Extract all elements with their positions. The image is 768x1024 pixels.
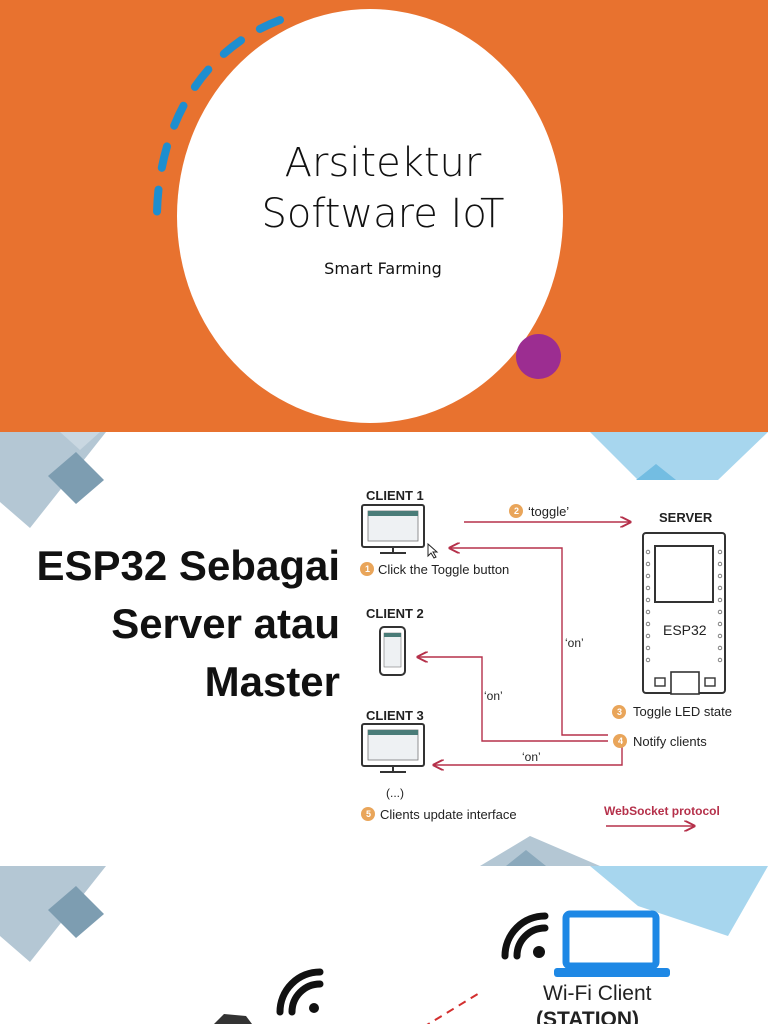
accent-dot (516, 334, 561, 379)
laptop-icon (554, 910, 670, 977)
step4-text: Notify clients (633, 734, 707, 749)
step2-text: ‘toggle’ (528, 504, 570, 519)
diamond-decoration-right (590, 432, 768, 480)
diamond-decoration-left (0, 432, 106, 528)
msg-on-label-3: ‘on’ (522, 750, 541, 764)
slide-subtitle: Smart Farming (324, 259, 442, 278)
wifi-icon (501, 912, 549, 960)
slide2-title-line-3: Master (204, 658, 340, 705)
slide-title: Arsitektur Software IoT Smart Farming (0, 0, 768, 432)
title-line-2: Software IoT (261, 191, 505, 237)
dashed-link-line (426, 991, 482, 1024)
step5-number: 5 (365, 809, 371, 819)
title-line-1: Arsitektur (284, 140, 482, 186)
client3-label: CLIENT 3 (366, 708, 424, 723)
dashed-arc-decoration (152, 16, 284, 229)
server-label: SERVER (659, 510, 713, 525)
step3-number: 3 (616, 707, 622, 717)
title-circle (177, 9, 563, 423)
client2-label: CLIENT 2 (366, 606, 424, 621)
slide2-title: ESP32 Sebagai Server atau Master (37, 537, 341, 711)
station-label: (STATION) (536, 1008, 640, 1024)
ellipsis-label: (...) (386, 786, 404, 800)
client3-monitor-icon (361, 723, 425, 773)
diamond-decoration-bottom (480, 836, 600, 866)
websocket-diagram (360, 504, 726, 866)
step1-text: Click the Toggle button (378, 562, 510, 577)
client1-monitor-icon (361, 504, 439, 559)
step-badges (360, 504, 627, 821)
step4-number: 4 (617, 736, 623, 746)
diamond-decoration-right-s3 (590, 866, 768, 936)
slide-wifi-station: Wi-Fi Client (STATION) (0, 866, 768, 1024)
message-arrows (418, 522, 694, 826)
diamond-decoration-left-s3 (0, 866, 106, 962)
msg-on-label-1: ‘on’ (565, 636, 584, 650)
client1-label: CLIENT 1 (366, 488, 424, 503)
esp32-label: ESP32 (663, 622, 707, 638)
step3-text: Toggle LED state (633, 704, 733, 719)
msg-on-label-2: ‘on’ (484, 689, 503, 703)
slide-title-text: Arsitektur Software IoT (177, 138, 589, 240)
step2-number: 2 (513, 506, 519, 516)
slide2-title-line-1: ESP32 Sebagai (36, 542, 341, 589)
esp-board-partial-icon (214, 1014, 252, 1024)
client2-phone-icon (379, 626, 406, 676)
esp32-board-icon (642, 532, 726, 695)
wifi-client-label: Wi-Fi Client (543, 982, 652, 1005)
step1-number: 1 (364, 564, 370, 574)
step5-text: Clients update interface (380, 807, 517, 822)
slide2-title-line-2: Server atau (111, 600, 340, 647)
websocket-protocol-label: WebSocket protocol (604, 804, 720, 818)
wifi-icon-small (276, 968, 324, 1016)
